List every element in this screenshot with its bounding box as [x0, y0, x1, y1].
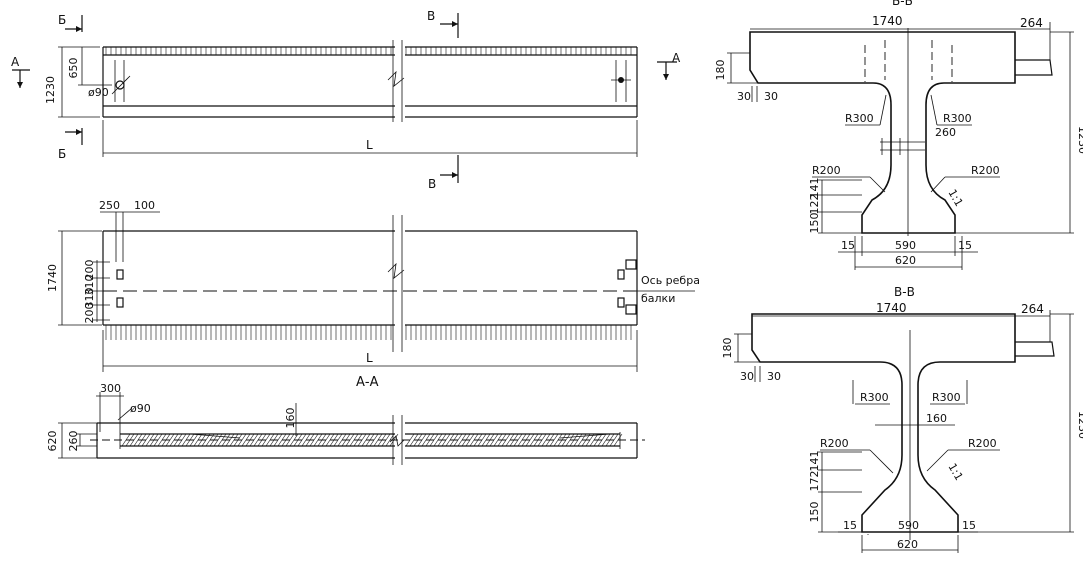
section-aa-view: 300 ø90 160 620 260 [46, 382, 645, 465]
bb-r200-right: R200 [971, 164, 1000, 177]
plan-left-dim-1: 310 [83, 275, 96, 296]
elevation-hole-label: ø90 [88, 86, 109, 99]
vv-r200-right: R200 [968, 437, 997, 450]
bb-left-dim-1: 122 [808, 194, 821, 215]
plan-width-dim: 1740 [46, 264, 59, 292]
bb-left-dim-0: 141 [808, 178, 821, 199]
section-bb: 1740 264 180 30 30 R300 R300 260 R200 R2… [714, 14, 1083, 270]
aa-dim-160: 160 [284, 408, 297, 429]
bb-width-dim: 1740 [872, 14, 903, 28]
svg-text:Б: Б [58, 147, 66, 161]
vv-height-dim: 1230 [1076, 411, 1083, 439]
bb-30-a: 30 [737, 90, 751, 103]
vv-30-a: 30 [740, 370, 754, 383]
vv-15-right: 15 [962, 519, 976, 532]
bb-web-dim: 260 [935, 126, 956, 139]
cut-mark-v-bottom: В [428, 155, 459, 191]
vv-left-dim-2: 150 [808, 502, 821, 523]
vv-left-dim-1: 172 [808, 471, 821, 492]
bb-flange-dim: 180 [714, 60, 727, 81]
bb-r300-left: R300 [845, 112, 874, 125]
section-bb-title: Б-Б [892, 0, 913, 8]
vv-bottom: 620 [897, 538, 918, 551]
section-vv: 1740 264 180 30 30 R300 R300 160 R200 R2… [721, 301, 1083, 553]
vv-web-dim: 160 [926, 412, 947, 425]
bb-15-left: 15 [841, 239, 855, 252]
vv-cantilever-dim: 264 [1021, 302, 1044, 316]
svg-text:В: В [427, 9, 435, 23]
elevation-length-dim: L [366, 138, 373, 152]
svg-text:Б: Б [58, 13, 66, 27]
aa-dim-620: 620 [46, 431, 59, 452]
cut-mark-a-right: А [657, 51, 681, 80]
elevation-offset-dim: 650 [67, 58, 80, 79]
aa-dim-260: 260 [67, 431, 80, 452]
bb-15-right: 15 [958, 239, 972, 252]
cut-mark-a-left: А [11, 55, 30, 88]
bb-left-dim-2: 150 [808, 213, 821, 234]
axis-label-line2: балки [641, 292, 675, 305]
aa-dim-300: 300 [100, 382, 121, 395]
plan-left-dim-2: 310 [83, 288, 96, 309]
vv-r300-right: R300 [932, 391, 961, 404]
plan-length-dim: L [366, 351, 373, 365]
cut-mark-b-top: Б [58, 13, 83, 32]
elevation-height-dim: 1230 [44, 76, 57, 104]
cut-mark-v-top: В [427, 9, 459, 38]
vv-flange-dim: 180 [721, 338, 734, 359]
bb-r300-right: R300 [943, 112, 972, 125]
bb-bottom: 620 [895, 254, 916, 267]
vv-15-left: 15 [843, 519, 857, 532]
vv-width-dim: 1740 [876, 301, 907, 315]
bb-bottom-inner: 590 [895, 239, 916, 252]
vv-r200-left: R200 [820, 437, 849, 450]
vv-30-b: 30 [767, 370, 781, 383]
svg-text:В: В [428, 177, 436, 191]
plan-left-dim-0: 200 [83, 260, 96, 281]
bb-cantilever-dim: 264 [1020, 16, 1043, 30]
vv-bottom-inner: 590 [898, 519, 919, 532]
bb-r200-left: R200 [812, 164, 841, 177]
axis-label-line1: Ось ребра [641, 274, 700, 287]
svg-text:А: А [11, 55, 20, 69]
section-aa-title: А-А [356, 375, 379, 390]
vv-r300-left: R300 [860, 391, 889, 404]
section-vv-title: В-В [894, 285, 915, 299]
svg-text:А: А [672, 51, 681, 65]
plan-dim-100: 100 [134, 199, 155, 212]
beam-elevation: 1230 650 ø90 L Б Б В [11, 9, 681, 191]
vv-slope: 1:1 [945, 461, 965, 483]
vv-left-dim-0: 141 [808, 451, 821, 472]
plan-left-dim-3: 200 [83, 303, 96, 324]
cut-mark-b-bottom: Б [58, 128, 83, 161]
aa-hole-label: ø90 [130, 402, 151, 415]
bb-30-b: 30 [764, 90, 778, 103]
plan-dim-250: 250 [99, 199, 120, 212]
bb-height-dim: 1230 [1076, 126, 1083, 154]
